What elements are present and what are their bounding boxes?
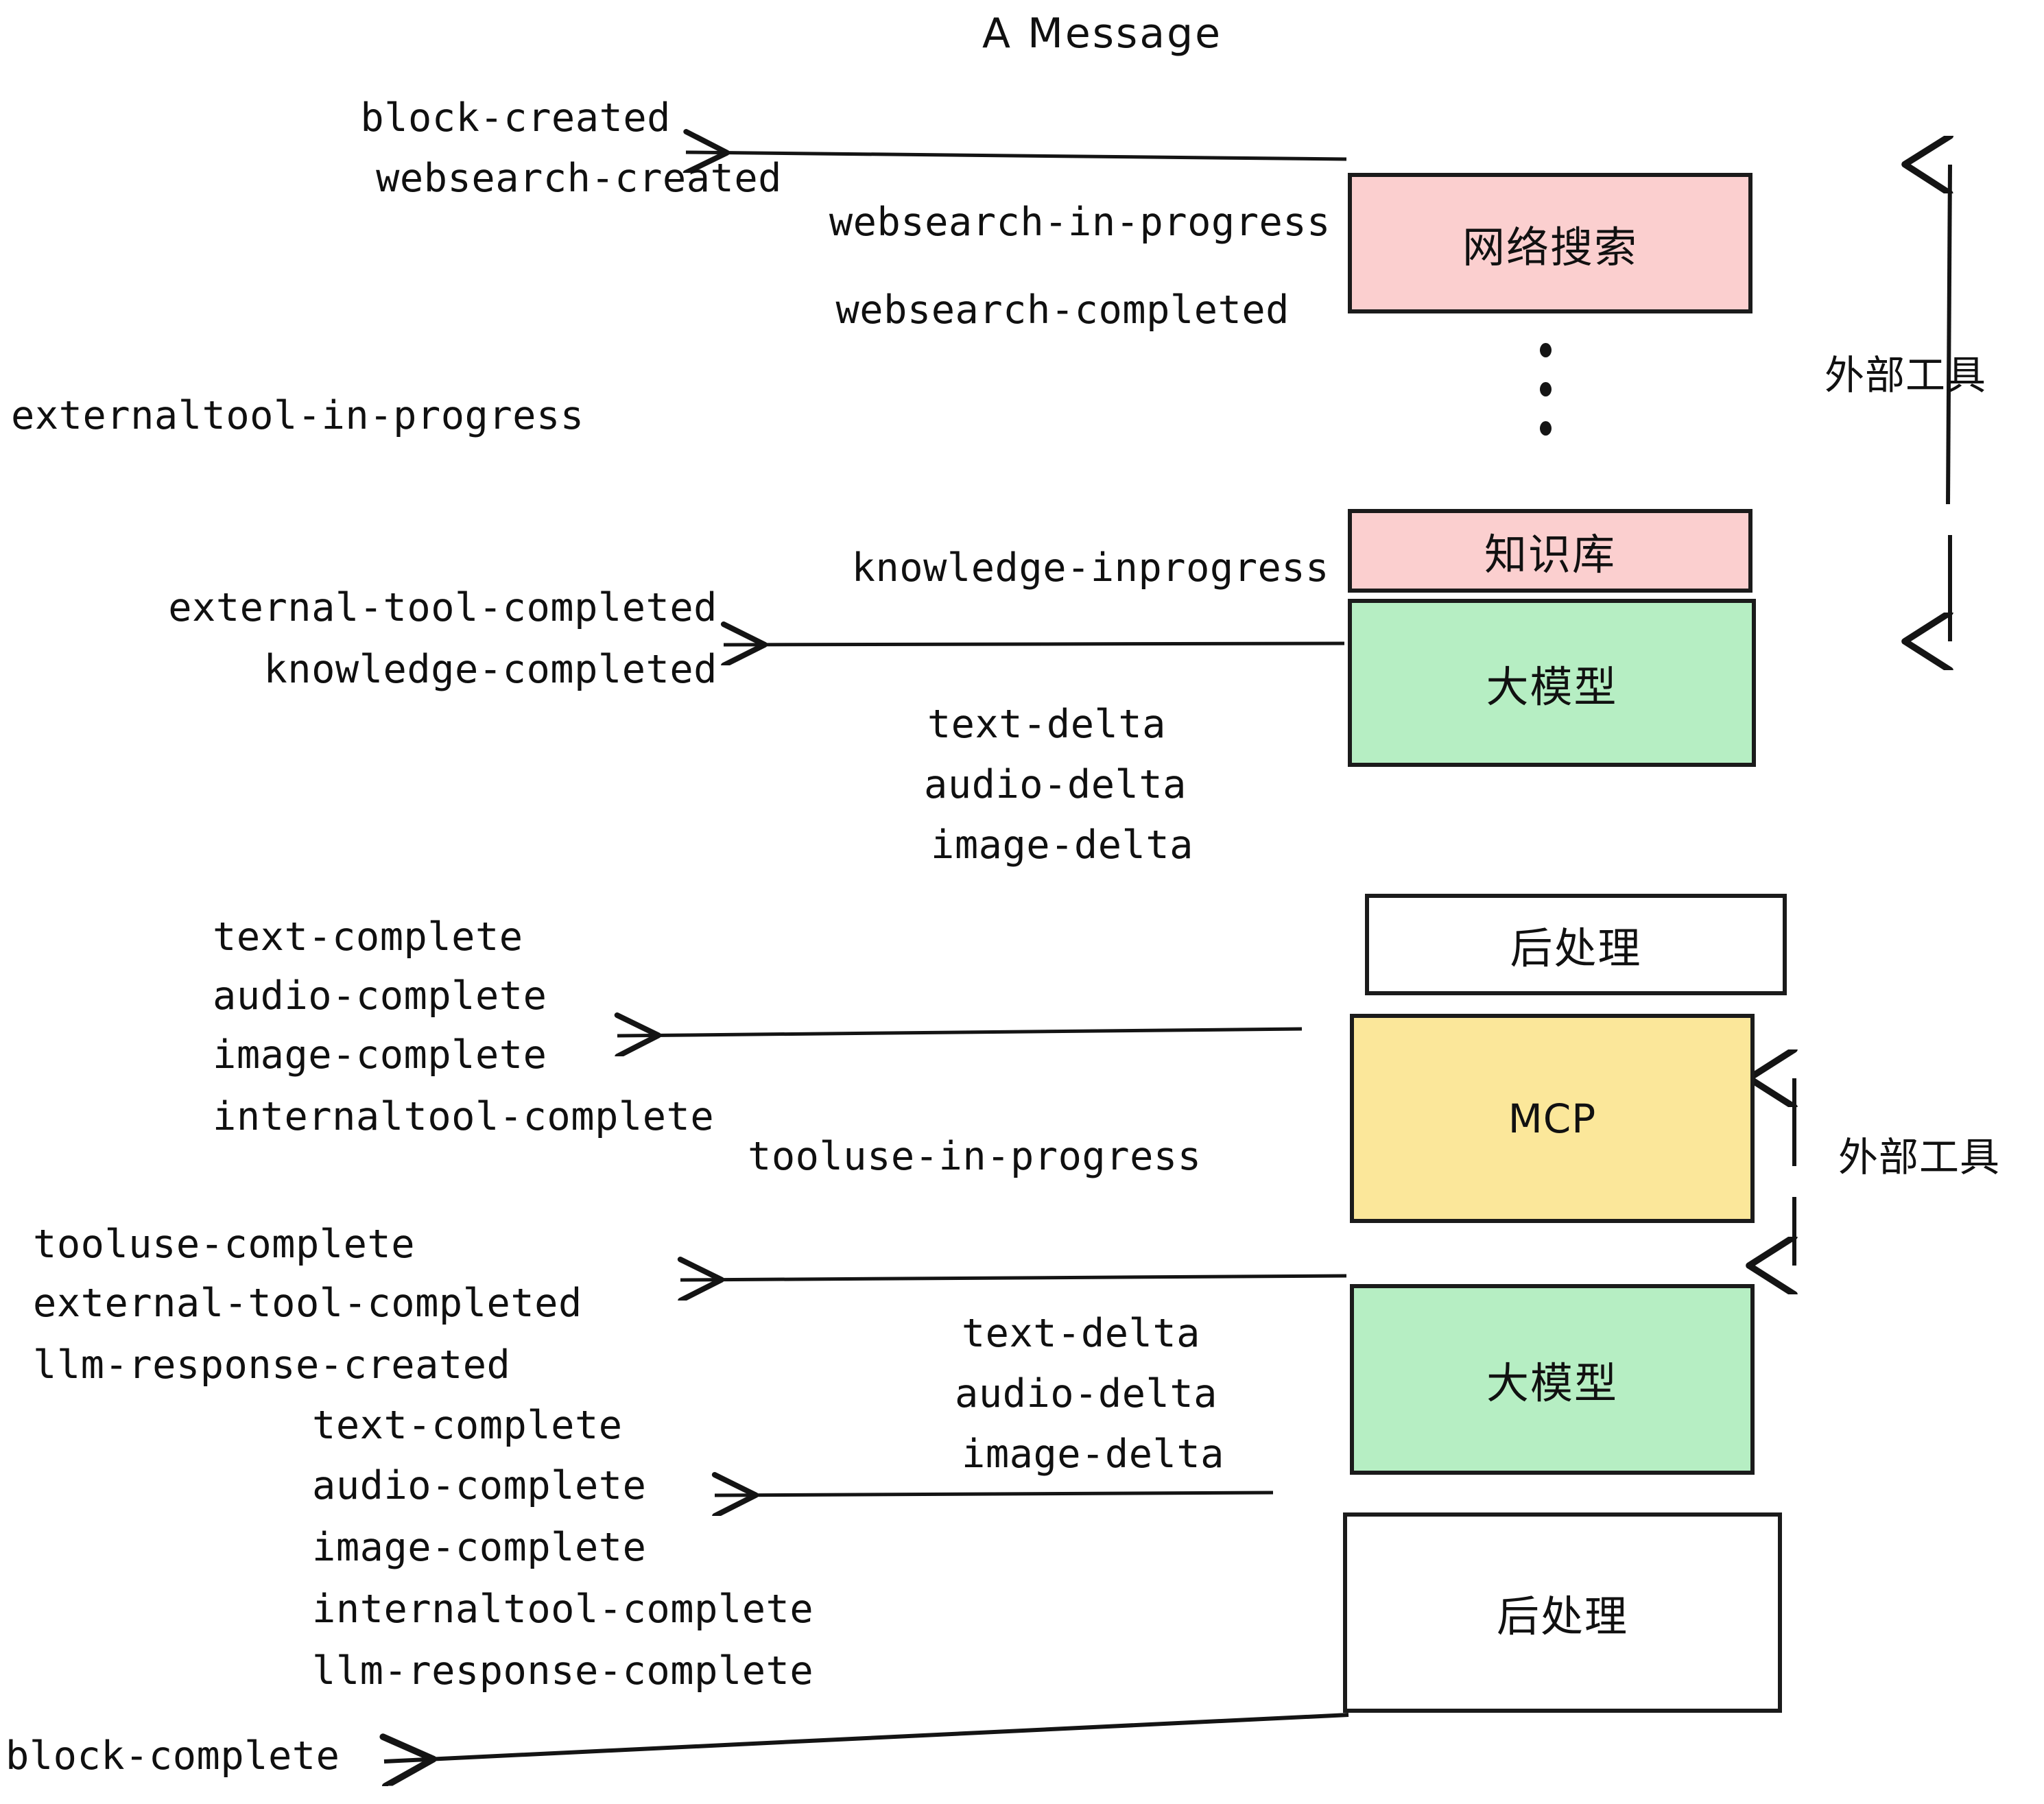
node-llm-2-label: 大模型	[1486, 1358, 1618, 1408]
node-postprocess-2[interactable]: 后处理	[1343, 1512, 1782, 1713]
arrow-external-tools-top-up	[1948, 165, 1950, 505]
event-knowledge-inprogress: knowledge-inprogress	[851, 545, 1329, 591]
event-external-tool-completed-2: external-tool-completed	[33, 1281, 582, 1326]
event-externaltool-in-progress: externaltool-in-progress	[11, 393, 584, 438]
event-audio-complete-2: audio-complete	[312, 1463, 647, 1508]
event-block-complete: block-complete	[5, 1733, 340, 1779]
event-audio-delta-2: audio-delta	[955, 1371, 1217, 1416]
node-postprocess-1-label: 后处理	[1510, 923, 1642, 973]
event-text-delta-2: text-delta	[961, 1311, 1200, 1356]
event-tooluse-complete: tooluse-complete	[33, 1222, 416, 1267]
ellipsis-dot-3	[1540, 421, 1552, 436]
event-image-complete-2: image-complete	[312, 1525, 647, 1570]
node-websearch[interactable]: 网络搜索	[1348, 173, 1752, 313]
event-websearch-completed: websearch-completed	[835, 287, 1290, 333]
node-mcp-label: MCP	[1508, 1095, 1597, 1142]
node-postprocess-1[interactable]: 后处理	[1365, 894, 1787, 995]
node-websearch-label: 网络搜索	[1462, 222, 1638, 272]
node-llm-1-label: 大模型	[1486, 661, 1618, 712]
arrow-postprocess-to-image-complete	[617, 1029, 1303, 1036]
side-label-external-tools-bottom: 外部工具	[1838, 1134, 2001, 1180]
arrow-websearch-to-created	[686, 152, 1347, 159]
event-image-delta-1: image-delta	[931, 822, 1193, 868]
event-knowledge-completed: knowledge-completed	[263, 647, 717, 692]
event-llm-response-created: llm-response-created	[33, 1342, 511, 1388]
event-text-delta-1: text-delta	[927, 702, 1166, 747]
event-image-complete-1: image-complete	[213, 1032, 547, 1078]
ellipsis-dot-2	[1540, 382, 1552, 396]
event-tooluse-in-progress: tooluse-in-progress	[748, 1134, 1202, 1179]
event-internaltool-complete-2: internaltool-complete	[312, 1587, 814, 1632]
event-llm-response-complete: llm-response-complete	[312, 1648, 814, 1694]
event-websearch-in-progress: websearch-in-progress	[829, 200, 1331, 245]
node-mcp[interactable]: MCP	[1350, 1014, 1755, 1223]
side-label-external-tools-top: 外部工具	[1825, 352, 1987, 399]
arrow-knowledge-to-completed	[724, 643, 1345, 645]
vertical-ellipsis	[1540, 343, 1552, 460]
event-external-tool-completed-1: external-tool-completed	[168, 585, 717, 630]
arrow-mcp-to-tooluse-complete	[680, 1276, 1347, 1280]
diagram-title: A Message	[982, 10, 1223, 58]
arrow-postprocess2-to-block-complete	[384, 1713, 1349, 1761]
event-internaltool-complete-1: internaltool-complete	[213, 1094, 715, 1139]
node-llm-2[interactable]: 大模型	[1350, 1284, 1755, 1475]
node-llm-1[interactable]: 大模型	[1348, 599, 1756, 767]
event-text-complete-1: text-complete	[213, 914, 523, 960]
event-image-delta-2: image-delta	[962, 1432, 1224, 1477]
node-knowledge[interactable]: 知识库	[1348, 509, 1752, 593]
event-text-complete-2: text-complete	[312, 1403, 623, 1448]
node-postprocess-2-label: 后处理	[1496, 1591, 1628, 1641]
ellipsis-dot-1	[1540, 343, 1552, 357]
node-knowledge-label: 知识库	[1484, 530, 1616, 580]
event-websearch-created: websearch-created	[376, 156, 782, 201]
event-block-created: block-created	[360, 95, 671, 141]
arrow-llm2-to-audio-complete	[715, 1493, 1274, 1495]
event-audio-delta-1: audio-delta	[924, 762, 1187, 807]
event-audio-complete-1: audio-complete	[213, 973, 547, 1019]
